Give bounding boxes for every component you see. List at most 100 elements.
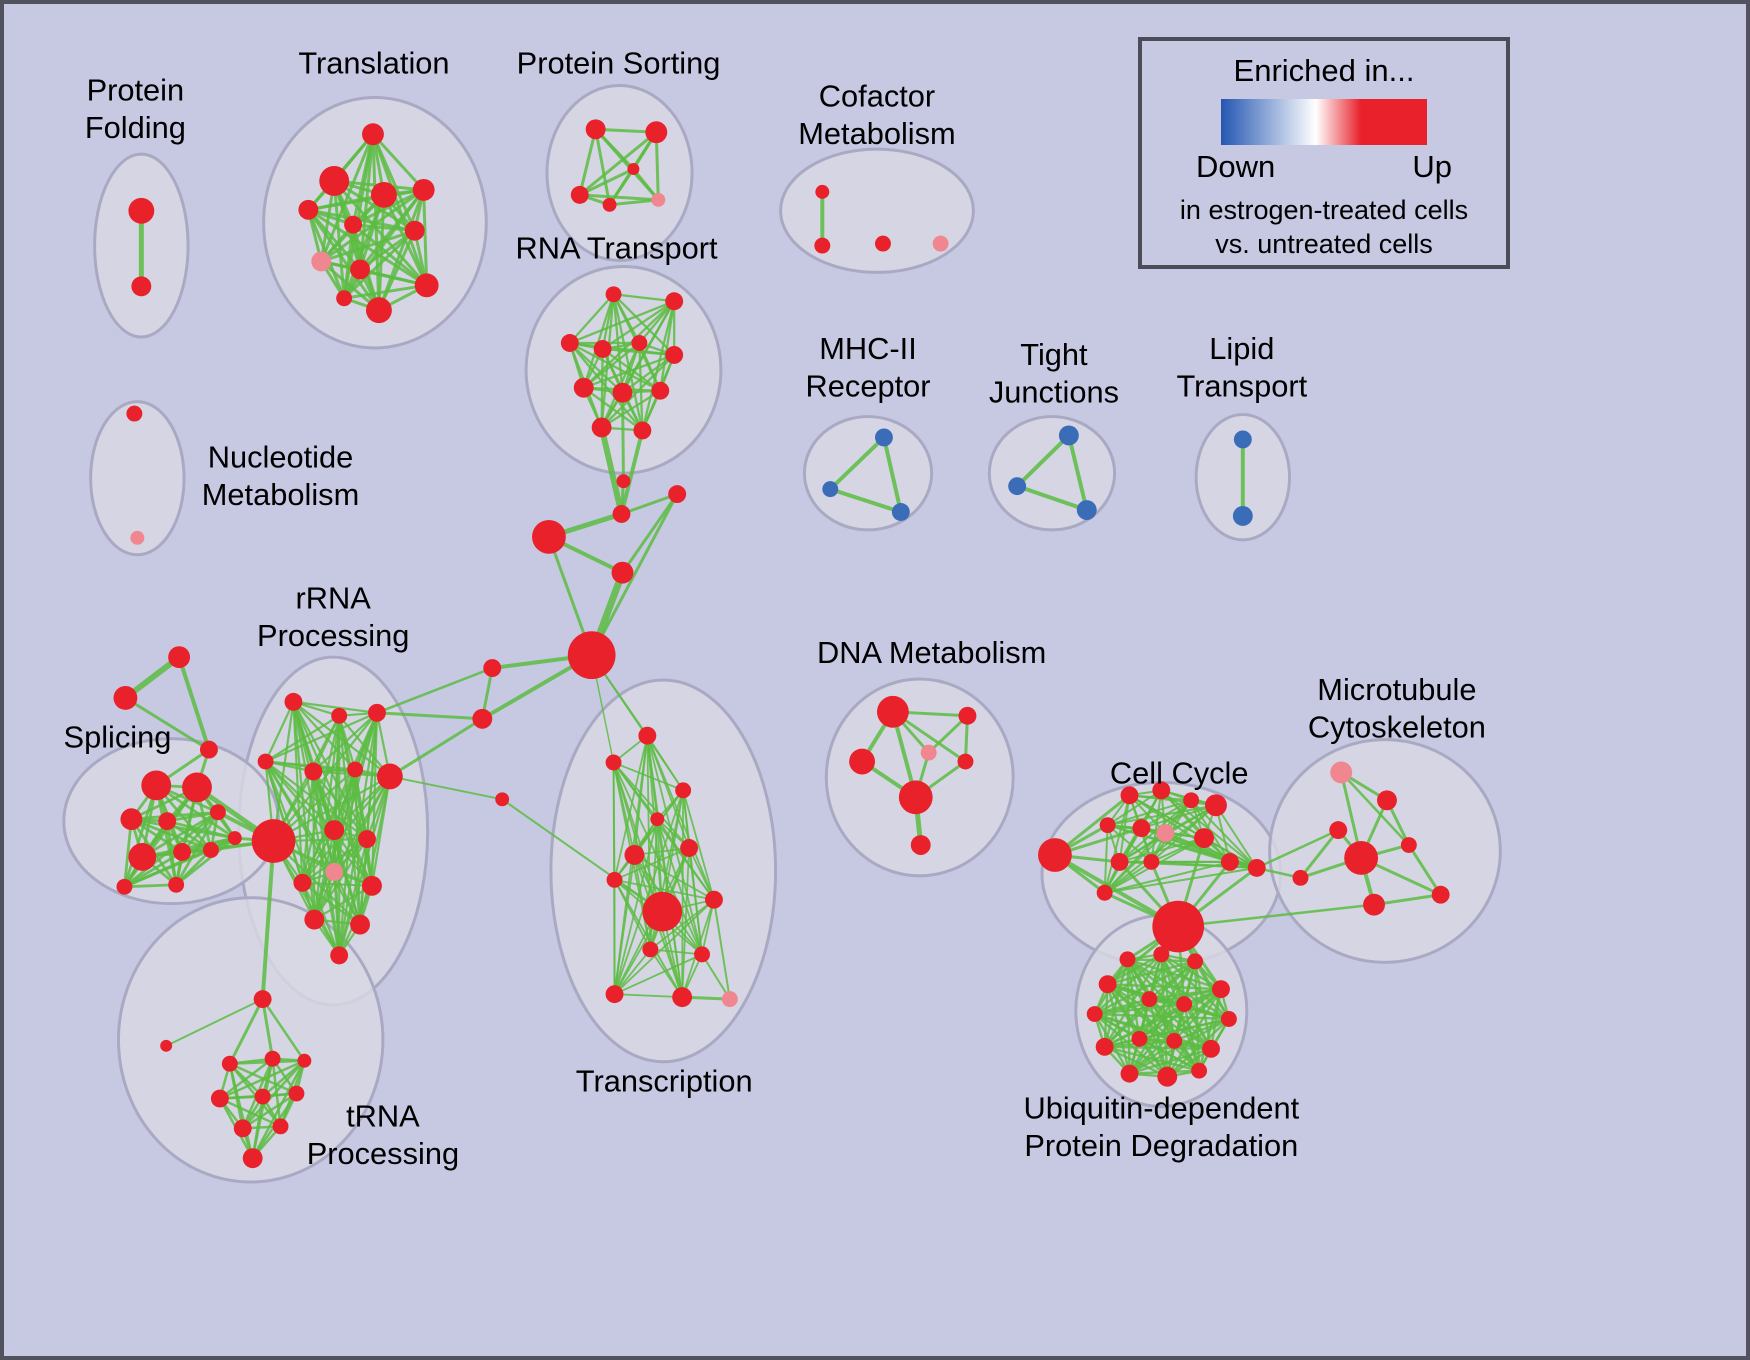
edge [388,717,484,778]
edge [601,347,676,357]
node [483,659,502,678]
edge [264,760,374,887]
edge [1138,1037,1201,1072]
edge [123,783,158,889]
edge [568,300,676,345]
node [182,772,212,803]
node [910,835,931,855]
node [633,421,652,440]
edge [613,948,652,996]
cluster-label-transcription: Transcription [576,1064,753,1099]
edge [228,997,265,1066]
edge [1255,828,1340,870]
edge [260,839,276,1002]
node [362,875,382,896]
node [1194,828,1214,849]
node [672,987,693,1008]
node [624,845,645,865]
node [1220,852,1239,871]
edge [264,760,341,957]
node [1110,852,1129,871]
edge [1164,832,1258,869]
node [1205,794,1227,817]
node [412,178,435,201]
node [319,166,350,196]
node [1095,1037,1114,1056]
edge [261,997,275,1061]
edge [177,655,211,752]
node [1120,786,1139,805]
node [958,706,977,725]
node [1166,1032,1183,1049]
node [1098,975,1117,994]
edge [261,997,306,1062]
edge [1407,843,1443,897]
legend-subtitle-line1: in estrogen-treated cells [1179,195,1469,225]
edge [682,789,715,901]
edge [1140,804,1217,830]
edge [1093,960,1197,1016]
node [251,819,296,863]
legend-axis-labels: Down Up [1196,149,1452,185]
node [325,862,344,881]
edge [619,428,645,516]
edge [338,768,357,957]
node [1008,477,1027,496]
edge [1298,828,1340,880]
node [120,808,143,831]
node [891,503,910,521]
node [1131,1030,1148,1047]
node [1212,980,1230,999]
node [1038,838,1072,872]
edge [1339,771,1411,847]
edge [123,810,220,889]
legend-up-label: Up [1412,149,1452,184]
node [330,946,349,965]
node [116,878,133,895]
cluster-label-cell-cycle: Cell Cycle [1110,755,1249,790]
node [126,405,143,422]
cluster-label-rna-transport: RNA Transport [516,230,718,265]
edge [1150,860,1258,869]
edge [272,775,391,843]
edge [1103,866,1258,894]
node [1143,853,1160,870]
edge [621,353,676,394]
node [264,1050,281,1067]
node [932,235,949,252]
node [602,197,617,212]
node [209,804,226,821]
node [605,754,622,771]
edge [228,1062,254,1160]
edge [313,884,374,921]
edge [1138,1017,1231,1041]
node [875,428,893,447]
edge [338,714,362,926]
edge [613,878,684,999]
edge [272,711,379,843]
edge [123,817,133,889]
edge [613,734,649,881]
node [495,792,510,807]
edge [1103,804,1217,894]
node [131,276,152,297]
node [336,290,353,307]
edge [375,666,494,715]
node [560,334,579,352]
node [362,123,384,146]
node [814,237,831,254]
edge [649,948,703,956]
node [1202,1039,1220,1058]
node [591,417,612,438]
node [414,273,439,298]
node [1431,885,1450,904]
edge [612,761,685,792]
edge [332,179,429,287]
edge [375,711,484,721]
edge [123,883,178,889]
node [168,876,185,893]
node [567,631,616,680]
